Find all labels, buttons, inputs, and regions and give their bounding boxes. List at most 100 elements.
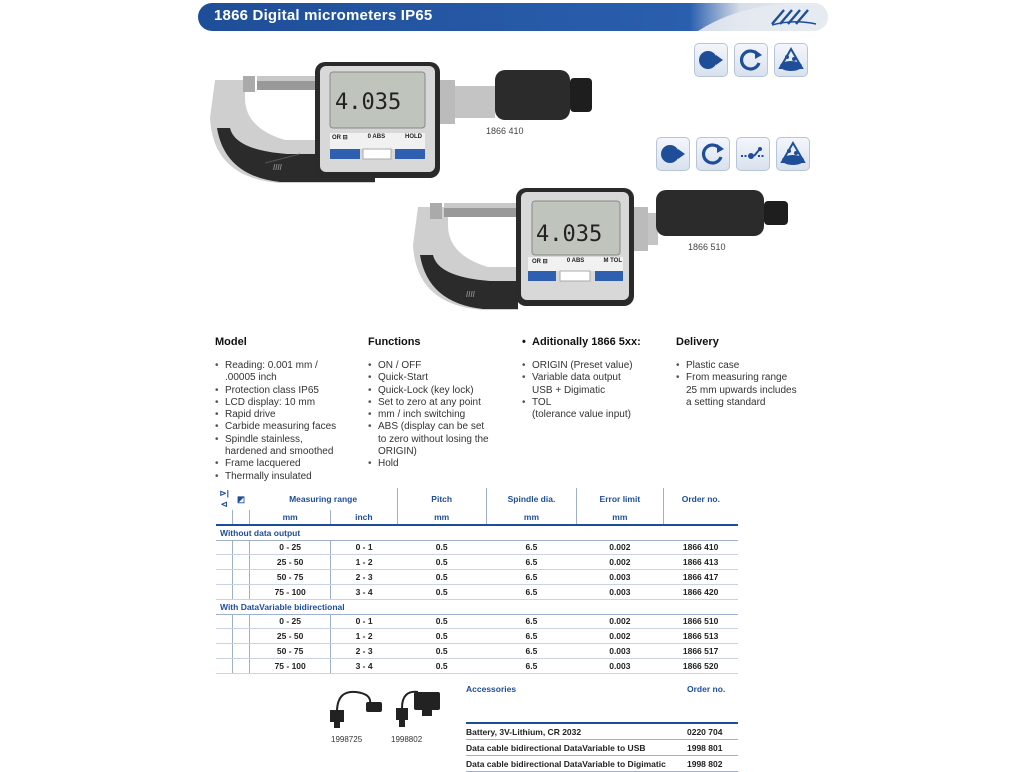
list-item: ABS (display can be set — [368, 421, 518, 434]
list-item: Quick-Lock (key lock) — [368, 385, 518, 398]
table-row: Data cable bidirectional DataVariable to… — [466, 755, 738, 772]
section-title: Delivery — [676, 336, 719, 348]
functions-section: Functions ON / OFF Quick-Start Quick-Loc… — [368, 336, 518, 471]
delivery-list: Plastic case From measuring range 25 mm … — [676, 360, 826, 409]
product-caption-1: 1866 410 — [486, 126, 524, 136]
group-title: Without data output — [216, 524, 738, 541]
list-item: USB + Digimatic — [532, 384, 606, 396]
list-item: Protection class IP65 — [215, 385, 365, 398]
col-error: Error limit — [576, 488, 664, 510]
functions-list: ON / OFF Quick-Start Quick-Lock (key loc… — [368, 360, 518, 471]
model-section: Model Reading: 0.001 mm / .00005 inch Pr… — [215, 336, 365, 483]
icon-row-2 — [656, 137, 810, 171]
list-item: Frame lacquered — [215, 458, 365, 471]
list-item: Spindle stainless, — [215, 434, 365, 447]
mtol-button[interactable]: M TOL — [603, 258, 622, 264]
col-range: Measuring range — [289, 494, 358, 504]
additionally-list: ORIGIN (Preset value) Variable data outp… — [522, 360, 672, 421]
list-item: 25 mm upwards includes — [686, 384, 797, 396]
list-item: Carbide measuring faces — [215, 421, 365, 434]
list-item: Rapid drive — [215, 409, 365, 422]
list-item: Plastic case — [676, 360, 826, 373]
list-item: Thermally insulated — [215, 471, 365, 484]
abs-button[interactable]: 0 ABS — [367, 134, 386, 140]
cable-1998725-image — [330, 690, 382, 728]
list-item: ORIGIN (Preset value) — [522, 360, 672, 373]
accessories-table: Accessories Order no. Battery, 3V-Lithiu… — [466, 680, 738, 772]
data-output-icon — [694, 43, 728, 77]
list-item: Quick-Start — [368, 372, 518, 385]
lcd-reading-1: 4.035 — [335, 90, 402, 115]
list-item: Hold — [368, 458, 518, 471]
micrometer-1866-410-image: //// — [210, 62, 592, 183]
list-item: Set to zero at any point — [368, 397, 518, 410]
section-title: •Aditionally 1866 5xx: — [522, 336, 641, 348]
list-item: Reading: 0.001 mm / — [215, 360, 365, 373]
col-pitch: Pitch — [396, 488, 487, 510]
ip65-icon — [774, 43, 808, 77]
brand-logo — [771, 9, 817, 26]
list-item: a setting standard — [686, 396, 766, 408]
section-title: Model — [215, 336, 247, 348]
list-item: (tolerance value input) — [532, 409, 631, 421]
list-item: to zero without losing the — [378, 433, 489, 445]
list-item: mm / inch switching — [368, 409, 518, 422]
list-item: TOL — [522, 397, 672, 410]
list-item: ORIGIN) — [378, 446, 417, 458]
product-caption-2: 1866 510 — [688, 242, 726, 252]
order-header: Order no. — [669, 680, 738, 724]
button-labels-1: OR ⊟ 0 ABS HOLD — [332, 134, 422, 141]
group-header: With DataVariable bidirectional — [216, 599, 738, 615]
page-title: 1866 Digital micrometers IP65 — [214, 7, 433, 24]
quick-start-icon — [696, 137, 730, 171]
additionally-section: •Aditionally 1866 5xx: ORIGIN (Preset va… — [522, 336, 672, 421]
accessories-header: Accessories Order no. — [466, 680, 738, 724]
quick-start-icon — [734, 43, 768, 77]
icon-row-1 — [694, 43, 808, 77]
unit-error: mm — [576, 510, 664, 526]
unit-mm: mm — [249, 510, 331, 526]
list-item: hardened and smoothed — [225, 446, 334, 458]
unit-spindle: mm — [485, 510, 577, 526]
accessories-title: Accessories — [466, 680, 669, 724]
data-connection-icon — [736, 137, 770, 171]
accuracy-icon: ◩ — [237, 493, 246, 504]
list-item: .00005 inch — [225, 372, 277, 384]
or-button[interactable]: OR ⊟ — [532, 259, 548, 265]
table-header: ⊳|⊲ ◩ Measuring range Pitch Spindle dia.… — [216, 488, 738, 510]
measuring-icon: ⊳|⊲ — [219, 488, 229, 509]
or-button[interactable]: OR ⊟ — [332, 135, 348, 141]
lcd-reading-2: 4.035 — [536, 222, 603, 247]
col-order: Order no. — [662, 488, 738, 510]
abs-button[interactable]: 0 ABS — [566, 258, 585, 264]
cable-1998725-label: 1998725 — [331, 735, 363, 744]
spec-table: ⊳|⊲ ◩ Measuring range Pitch Spindle dia.… — [216, 488, 738, 674]
hold-button[interactable]: HOLD — [405, 134, 422, 140]
list-item: LCD display: 10 mm — [215, 397, 365, 410]
table-row: Battery, 3V-Lithium, CR 2032 0220 704 — [466, 723, 738, 740]
list-item: Variable data output — [522, 372, 672, 385]
unit-pitch: mm — [396, 510, 487, 526]
cable-1998802-image — [396, 690, 440, 727]
list-item: ON / OFF — [368, 360, 518, 373]
unit-inch: inch — [330, 510, 397, 526]
micrometer-1866-510-image: //// — [413, 188, 788, 310]
section-title: Functions — [368, 336, 421, 348]
svg-text:////: //// — [466, 290, 476, 299]
ip65-icon — [776, 137, 810, 171]
cable-1998802-label: 1998802 — [391, 735, 423, 744]
table-row: Data cable bidirectional DataVariable to… — [466, 739, 738, 756]
delivery-section: Delivery Plastic case From measuring ran… — [676, 336, 826, 409]
group-title: With DataVariable bidirectional — [216, 599, 738, 615]
button-labels-2: OR ⊟ 0 ABS M TOL — [532, 258, 622, 265]
units-row: mm inch mm mm mm — [216, 510, 738, 526]
model-list: Reading: 0.001 mm / .00005 inch Protecti… — [215, 360, 365, 483]
col-spindle: Spindle dia. — [485, 488, 577, 510]
